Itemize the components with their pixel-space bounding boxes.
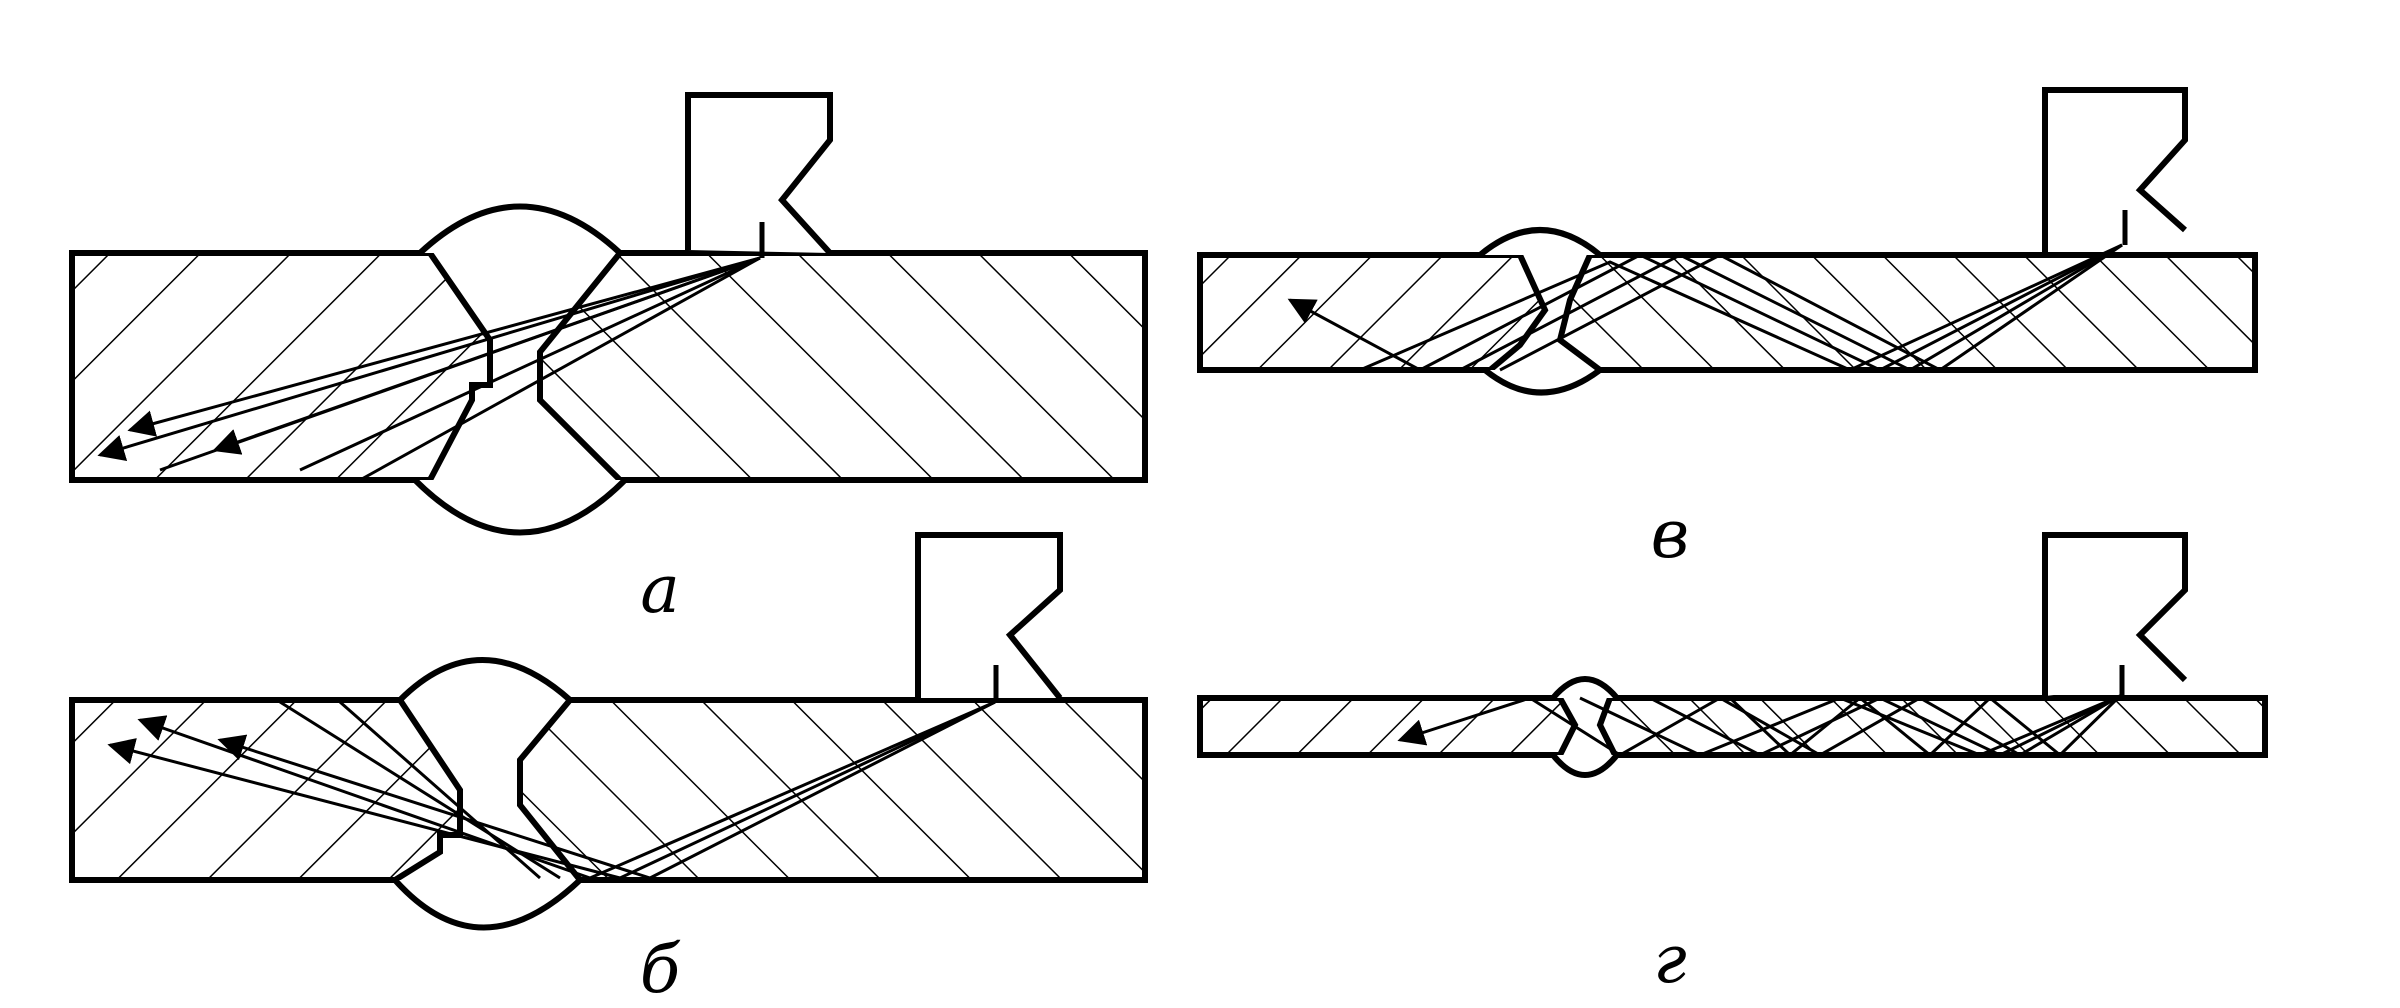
panel-g — [1197, 532, 2268, 778]
panel-v-weld-bottom — [1483, 367, 1602, 396]
panel-a-probe — [685, 92, 833, 256]
panel-b-beams — [107, 700, 996, 880]
panel-g-left-plate — [1197, 695, 1579, 758]
panel-b — [69, 532, 1148, 931]
panel-g-label: г — [1653, 921, 1687, 998]
panel-a-label: а — [640, 551, 680, 628]
panel-g-weld-bottom — [1550, 753, 1620, 778]
panel-b-weld-bottom — [392, 877, 583, 931]
panel-v — [1197, 87, 2258, 396]
panel-b-left-plate — [69, 697, 463, 883]
panel-v-beams — [1287, 243, 2123, 372]
panel-a-weld-top — [417, 203, 623, 256]
panel-b-weld-top — [397, 657, 572, 703]
panel-b-probe — [915, 532, 1063, 700]
panel-g-weld-top — [1550, 676, 1620, 700]
panel-a-right-plate — [537, 250, 1148, 483]
panel-v-label: в — [1650, 496, 1690, 573]
panel-v-weld-top — [1478, 227, 1602, 258]
panel-b-label: б — [639, 931, 681, 1008]
panel-v-probe — [2042, 87, 2188, 252]
panel-b-right-plate — [517, 697, 1148, 883]
panel-a — [69, 92, 1148, 536]
panel-a-weld-bottom — [412, 477, 628, 536]
panel-g-beams — [1397, 694, 2122, 758]
panel-a-beams — [97, 256, 761, 482]
panel-g-probe — [2042, 532, 2188, 696]
panel-a-left-plate — [69, 250, 493, 483]
panel-g-right-plate — [1596, 695, 2268, 758]
